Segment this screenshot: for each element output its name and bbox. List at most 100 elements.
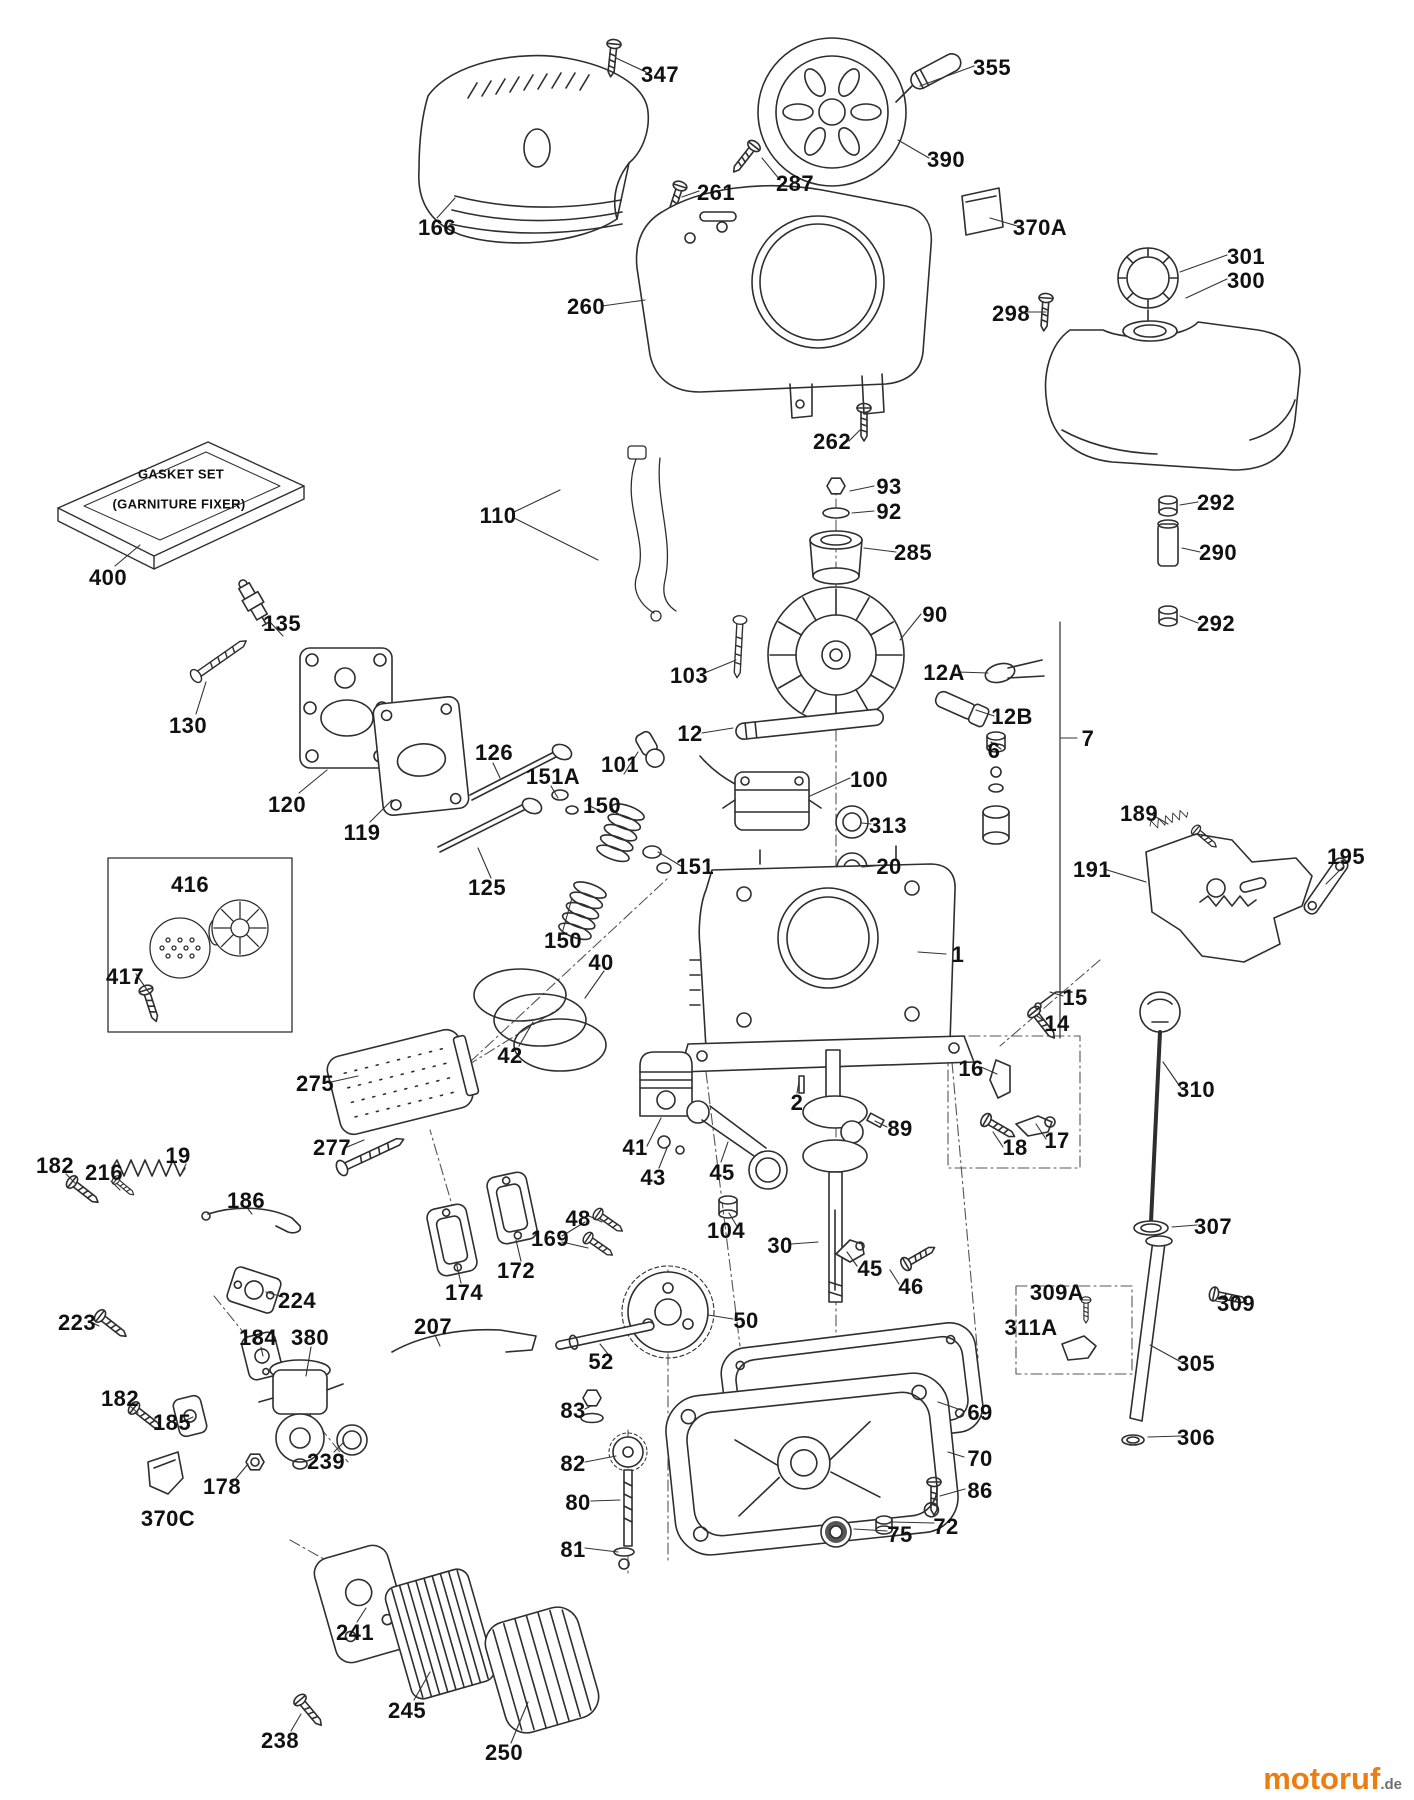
clutch-inset-art bbox=[107, 857, 293, 1033]
part-label-241-101: 241 bbox=[336, 1620, 374, 1645]
oil-pan-art bbox=[665, 1372, 959, 1556]
part-label-223-80: 223 bbox=[58, 1310, 96, 1335]
cylinder-head-art bbox=[299, 647, 393, 769]
part-label-103-22: 103 bbox=[670, 663, 708, 688]
connecting-rod-art bbox=[686, 1100, 788, 1190]
part-label-151A-31: 151A bbox=[525, 764, 581, 789]
part-label-182-86: 182 bbox=[101, 1386, 139, 1411]
spacer-104-art bbox=[718, 1195, 738, 1219]
part-label-18-59: 18 bbox=[1002, 1135, 1028, 1160]
part-label-347-0: 347 bbox=[641, 62, 679, 87]
part-label-45-70: 45 bbox=[857, 1256, 883, 1281]
part-label-46-71: 46 bbox=[898, 1274, 924, 1299]
part-label-166-5: 166 bbox=[418, 215, 456, 240]
part-label-150-35: 150 bbox=[583, 793, 621, 818]
part-label-224-74: 224 bbox=[278, 1288, 316, 1313]
flywheel-stack-art bbox=[767, 477, 905, 724]
part-label-178-95: 178 bbox=[203, 1474, 241, 1499]
part-label-90-19: 90 bbox=[922, 602, 948, 627]
part-label-380-82: 380 bbox=[291, 1325, 329, 1350]
part-label-300-8: 300 bbox=[1227, 268, 1265, 293]
valve-train-art bbox=[437, 743, 672, 944]
part-label-93-12: 93 bbox=[876, 474, 902, 499]
part-label-262-11: 262 bbox=[813, 429, 851, 454]
head-gasket-art bbox=[372, 696, 470, 816]
part-label-292-20: 292 bbox=[1197, 611, 1235, 636]
part-label-50-76: 50 bbox=[733, 1308, 759, 1333]
piston-rings-art bbox=[473, 968, 607, 1072]
part-label-239-90: 239 bbox=[307, 1449, 345, 1474]
part-label-285-16: 285 bbox=[894, 540, 932, 565]
part-label-69-89: 69 bbox=[967, 1400, 993, 1425]
part-label-313-36: 313 bbox=[869, 813, 907, 838]
spark-plug-art bbox=[238, 579, 271, 627]
part-label-309-78: 309 bbox=[1217, 1291, 1255, 1316]
part-label-311A-79: 311A bbox=[1004, 1315, 1058, 1340]
part-label-191-38: 191 bbox=[1073, 857, 1111, 882]
stop-wire-art bbox=[627, 445, 677, 622]
carb-gasket-185-art bbox=[172, 1394, 208, 1438]
brake-lever-art bbox=[1303, 857, 1349, 915]
part-label-305-84: 305 bbox=[1177, 1351, 1215, 1376]
part-label-30-69: 30 bbox=[767, 1233, 793, 1258]
part-label-101-32: 101 bbox=[601, 752, 639, 777]
gasket-set-box-art bbox=[57, 441, 305, 570]
part-label-245-102: 245 bbox=[388, 1698, 426, 1723]
part-label-6-27: 6 bbox=[987, 738, 1001, 763]
part-label-81-100: 81 bbox=[560, 1537, 586, 1562]
part-label-52-85: 52 bbox=[588, 1349, 614, 1374]
intake-spacer-art bbox=[226, 1266, 282, 1314]
part-label-275-52: 275 bbox=[296, 1071, 334, 1096]
part-label-172-73: 172 bbox=[497, 1258, 535, 1283]
bushing-stack-art bbox=[1157, 495, 1179, 627]
part-label-169-68: 169 bbox=[531, 1226, 569, 1251]
part-label-185-87: 185 bbox=[153, 1410, 191, 1435]
part-label-309A-77: 309A bbox=[1029, 1280, 1085, 1305]
part-label-70-91: 70 bbox=[967, 1446, 993, 1471]
muffler-body-art bbox=[326, 1028, 480, 1136]
part-label-2-54: 2 bbox=[790, 1090, 804, 1115]
part-label-40-45: 40 bbox=[588, 950, 614, 975]
drain-plug-art bbox=[875, 1515, 893, 1535]
watermark-tld: .de bbox=[1380, 1776, 1402, 1793]
part-label-310-53: 310 bbox=[1177, 1077, 1215, 1102]
governor-wire-art bbox=[201, 1207, 302, 1234]
part-label-75-98: 75 bbox=[887, 1522, 913, 1547]
part-label-417-47: 417 bbox=[106, 964, 144, 989]
choke-ring-art bbox=[336, 1424, 368, 1456]
part-label-307-72: 307 bbox=[1194, 1214, 1232, 1239]
part-label-86-97: 86 bbox=[967, 1478, 993, 1503]
camshaft-rod-art bbox=[555, 1321, 655, 1350]
part-label-83-88: 83 bbox=[560, 1398, 586, 1423]
part-label-19-62: 19 bbox=[165, 1143, 191, 1168]
part-label-17-58: 17 bbox=[1044, 1128, 1070, 1153]
part-label-189-37: 189 bbox=[1120, 801, 1158, 826]
part-label-370C-96: 370C bbox=[140, 1506, 196, 1531]
part-label-126-30: 126 bbox=[475, 740, 513, 765]
part-label-80-94: 80 bbox=[565, 1490, 591, 1515]
part-label-42-50: 42 bbox=[497, 1043, 523, 1068]
carb-nut-art bbox=[245, 1453, 265, 1471]
camshaft-gear-art bbox=[621, 1265, 715, 1359]
part-label-110-15: 110 bbox=[479, 503, 517, 528]
spark-plug-boot-art bbox=[635, 730, 665, 768]
part-label-416-43: 416 bbox=[171, 872, 209, 897]
part-label-151-41: 151 bbox=[676, 854, 714, 879]
part-label-390-3: 390 bbox=[927, 147, 965, 172]
fuel-line-art bbox=[735, 659, 1045, 845]
decal-tag-370C-art bbox=[147, 1451, 184, 1495]
part-label-43-60: 43 bbox=[640, 1165, 666, 1190]
part-label-287-2: 287 bbox=[776, 171, 814, 196]
part-label-120-29: 120 bbox=[268, 792, 306, 817]
engine-cover-art bbox=[418, 54, 650, 244]
part-label-250-104: 250 bbox=[485, 1740, 523, 1765]
part-label-15-48: 15 bbox=[1062, 985, 1088, 1010]
recoil-starter-art bbox=[757, 37, 962, 187]
fuel-tank-art bbox=[1044, 247, 1301, 471]
part-label-20-40: 20 bbox=[876, 854, 902, 879]
part-label-186-65: 186 bbox=[227, 1188, 265, 1213]
dipstick-art bbox=[1121, 991, 1181, 1446]
crank-seal-art bbox=[820, 1516, 852, 1548]
leader-lines bbox=[65, 57, 1345, 1744]
part-label-298-9: 298 bbox=[992, 301, 1030, 326]
